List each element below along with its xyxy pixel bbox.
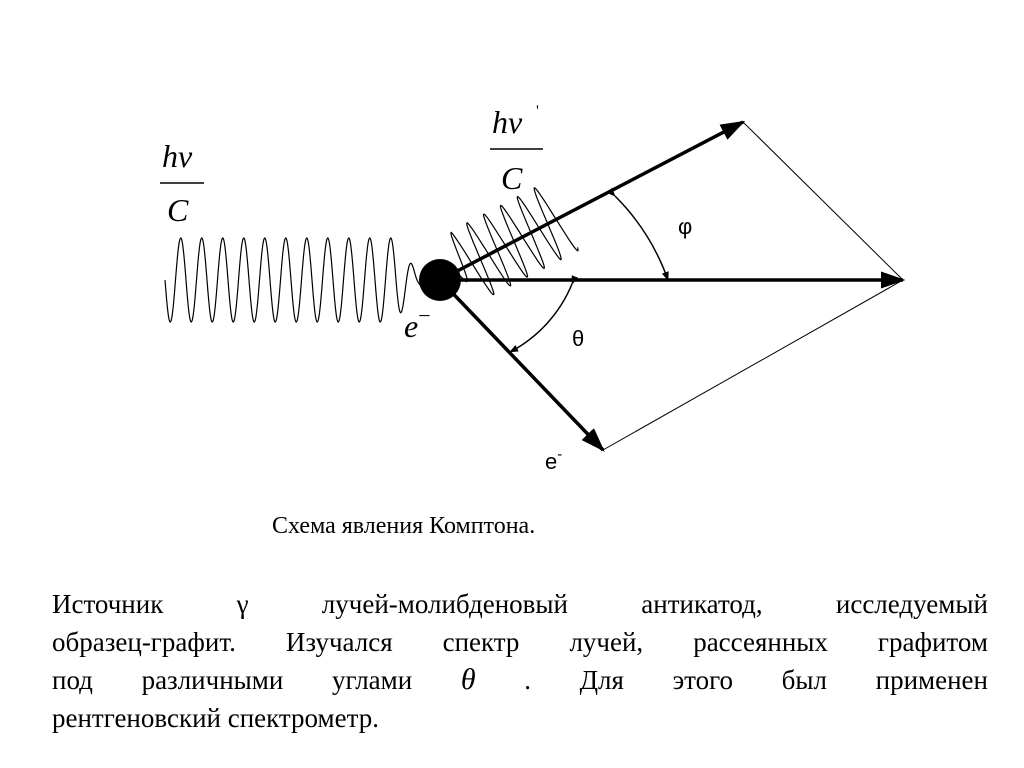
figure-caption: Схема явления Комптона. <box>272 513 536 539</box>
word: спектр <box>442 627 520 657</box>
word: Изучался <box>285 627 393 657</box>
word: . <box>524 665 531 695</box>
description-paragraph: Источник γ лучей-молибденовый антикатод,… <box>52 585 988 737</box>
word: лучей-молибденовый <box>321 589 569 619</box>
parallelogram-line-bottom <box>602 279 904 451</box>
paragraph-line-4: рентгеновский спектрометр. <box>52 703 379 733</box>
electron-label: e− <box>404 303 431 344</box>
word: антикатод, <box>641 589 763 619</box>
incident-denominator: C <box>167 192 189 228</box>
electron-label-base: e <box>404 308 418 344</box>
electron-label-sup: − <box>418 303 430 328</box>
word: Источник <box>52 589 164 619</box>
theta-symbol: θ <box>460 663 476 696</box>
word: γ <box>236 589 249 619</box>
word: углами <box>331 665 413 695</box>
scattered-prime: ' <box>536 103 539 120</box>
word: под <box>52 665 93 695</box>
paragraph-line-2: образец-графит. Изучался спектр лучей, р… <box>52 623 988 661</box>
recoil-label-base: e <box>545 449 557 474</box>
word: был <box>781 665 827 695</box>
theta-label: θ <box>572 326 584 351</box>
incident-photon-wave <box>164 237 423 323</box>
word: различными <box>141 665 284 695</box>
paragraph-line-3: под различными углами θ . Для этого был … <box>52 661 988 699</box>
recoil-electron-label: e- <box>545 446 562 474</box>
word: образец-графит. <box>52 627 236 657</box>
scattered-numerator: hν <box>492 104 523 140</box>
word: этого <box>672 665 733 695</box>
recoil-momentum-arrow <box>438 278 605 452</box>
scattered-denominator: C <box>501 160 523 196</box>
paragraph-line-1: Источник γ лучей-молибденовый антикатод,… <box>52 585 988 623</box>
word: применен <box>875 665 988 695</box>
word: лучей, <box>569 627 644 657</box>
electron-dot <box>419 259 461 301</box>
scattered-photon-wave <box>450 187 579 296</box>
word: Для <box>579 665 624 695</box>
scattered-momentum-arrow <box>439 120 746 282</box>
theta-angle-arc <box>509 275 579 353</box>
parallelogram-line-top <box>742 121 904 281</box>
phi-label: φ <box>678 214 692 239</box>
compton-diagram: hν C hν ' C e− e- φ θ <box>160 103 906 474</box>
word: графитом <box>877 627 988 657</box>
recoil-label-sup: - <box>557 446 562 463</box>
phi-angle-arc <box>606 187 669 281</box>
word: рассеянных <box>693 627 828 657</box>
incident-numerator: hν <box>162 138 193 174</box>
word: исследуемый <box>835 589 988 619</box>
